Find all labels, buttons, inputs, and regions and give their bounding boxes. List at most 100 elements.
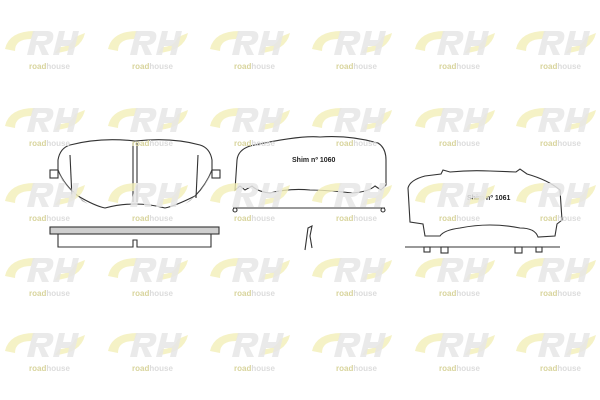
- rh-letters-h: [156, 31, 182, 55]
- roadhouse-logo-watermark: roadhouse: [415, 108, 495, 148]
- swoosh-mark: [5, 258, 35, 278]
- roadhouse-wordmark: roadhouse: [234, 214, 275, 223]
- roadhouse-logo-watermark: roadhouse: [312, 333, 392, 373]
- roadhouse-logo-watermark: roadhouse: [210, 31, 290, 71]
- swoosh-mark: [312, 258, 342, 278]
- roadhouse-logo-watermark: roadhouse: [312, 183, 392, 223]
- roadhouse-logo-watermark: roadhouse: [516, 258, 596, 298]
- roadhouse-wordmark: roadhouse: [29, 214, 70, 223]
- rh-letters-h: [156, 333, 182, 357]
- swoosh-mark: [210, 108, 240, 128]
- swoosh-mark: [260, 335, 290, 355]
- rh-letters-r: [232, 258, 259, 282]
- roadhouse-wordmark: roadhouse: [336, 364, 377, 373]
- rh-letters-h: [53, 108, 79, 132]
- rh-letters-h: [564, 31, 590, 55]
- roadhouse-logo-watermark: roadhouse: [516, 333, 596, 373]
- roadhouse-logo-watermark: roadhouse: [312, 31, 392, 71]
- swoosh-mark: [108, 108, 138, 128]
- swoosh-mark: [260, 260, 290, 280]
- roadhouse-wordmark: roadhouse: [540, 139, 581, 148]
- swoosh-mark: [362, 33, 392, 53]
- swoosh-mark: [55, 110, 85, 130]
- roadhouse-wordmark: roadhouse: [29, 62, 70, 71]
- rh-letters-r: [538, 333, 565, 357]
- swoosh-mark: [362, 110, 392, 130]
- roadhouse-logo-watermark: roadhouse: [516, 108, 596, 148]
- roadhouse-wordmark: roadhouse: [234, 62, 275, 71]
- rh-letters-r: [232, 183, 259, 207]
- swoosh-mark: [210, 31, 240, 51]
- rh-letters-h: [360, 31, 386, 55]
- roadhouse-wordmark: roadhouse: [234, 139, 275, 148]
- rh-letters-r: [27, 31, 54, 55]
- roadhouse-wordmark: roadhouse: [540, 62, 581, 71]
- roadhouse-logo-watermark: roadhouse: [516, 31, 596, 71]
- rh-letters-r: [437, 183, 464, 207]
- roadhouse-wordmark: roadhouse: [336, 214, 377, 223]
- swoosh-mark: [55, 335, 85, 355]
- swoosh-mark: [415, 183, 445, 203]
- roadhouse-logo-watermark: roadhouse: [108, 333, 188, 373]
- rh-letters-h: [564, 333, 590, 357]
- rh-letters-h: [564, 183, 590, 207]
- swoosh-mark: [260, 185, 290, 205]
- roadhouse-logo-watermark: roadhouse: [210, 333, 290, 373]
- roadhouse-wordmark: roadhouse: [132, 289, 173, 298]
- swoosh-mark: [516, 108, 546, 128]
- rh-letters-h: [53, 333, 79, 357]
- roadhouse-logo-watermark: roadhouse: [5, 333, 85, 373]
- rh-letters-h: [463, 333, 489, 357]
- swoosh-mark: [415, 108, 445, 128]
- rh-letters-r: [334, 333, 361, 357]
- shim-label: Shim nº 1060: [292, 157, 336, 164]
- swoosh-mark: [465, 110, 495, 130]
- swoosh-mark: [312, 31, 342, 51]
- swoosh-mark: [312, 108, 342, 128]
- roadhouse-wordmark: roadhouse: [540, 214, 581, 223]
- rh-letters-r: [130, 333, 157, 357]
- rh-letters-h: [360, 183, 386, 207]
- roadhouse-wordmark: roadhouse: [540, 364, 581, 373]
- swoosh-mark: [108, 31, 138, 51]
- swoosh-mark: [108, 333, 138, 353]
- swoosh-mark: [5, 31, 35, 51]
- swoosh-mark: [465, 185, 495, 205]
- swoosh-mark: [362, 185, 392, 205]
- swoosh-mark: [516, 183, 546, 203]
- swoosh-mark: [55, 260, 85, 280]
- rh-letters-r: [27, 183, 54, 207]
- rh-letters-h: [564, 258, 590, 282]
- roadhouse-wordmark: roadhouse: [29, 139, 70, 148]
- roadhouse-wordmark: roadhouse: [540, 289, 581, 298]
- rh-letters-h: [564, 108, 590, 132]
- rh-letters-r: [334, 31, 361, 55]
- roadhouse-logo-watermark: roadhouse: [415, 258, 495, 298]
- rh-letters-r: [437, 258, 464, 282]
- rh-letters-r: [130, 183, 157, 207]
- roadhouse-logo-watermark: roadhouse: [108, 108, 188, 148]
- rh-letters-h: [156, 108, 182, 132]
- swoosh-mark: [55, 185, 85, 205]
- roadhouse-logo-watermark: roadhouse: [312, 108, 392, 148]
- swoosh-mark: [415, 333, 445, 353]
- rh-letters-r: [130, 31, 157, 55]
- swoosh-mark: [5, 183, 35, 203]
- rh-letters-r: [437, 31, 464, 55]
- swoosh-mark: [566, 185, 596, 205]
- roadhouse-wordmark: roadhouse: [336, 62, 377, 71]
- swoosh-mark: [516, 31, 546, 51]
- swoosh-mark: [566, 110, 596, 130]
- rh-letters-r: [538, 108, 565, 132]
- brake-pad-side-view: [49, 226, 220, 248]
- swoosh-mark: [158, 185, 188, 205]
- rh-letters-h: [53, 183, 79, 207]
- roadhouse-wordmark: roadhouse: [439, 364, 480, 373]
- rh-letters-r: [437, 333, 464, 357]
- swoosh-mark: [516, 333, 546, 353]
- roadhouse-logo-watermark: roadhouse: [108, 31, 188, 71]
- rh-letters-h: [258, 333, 284, 357]
- swoosh-mark: [516, 258, 546, 278]
- rh-letters-h: [463, 108, 489, 132]
